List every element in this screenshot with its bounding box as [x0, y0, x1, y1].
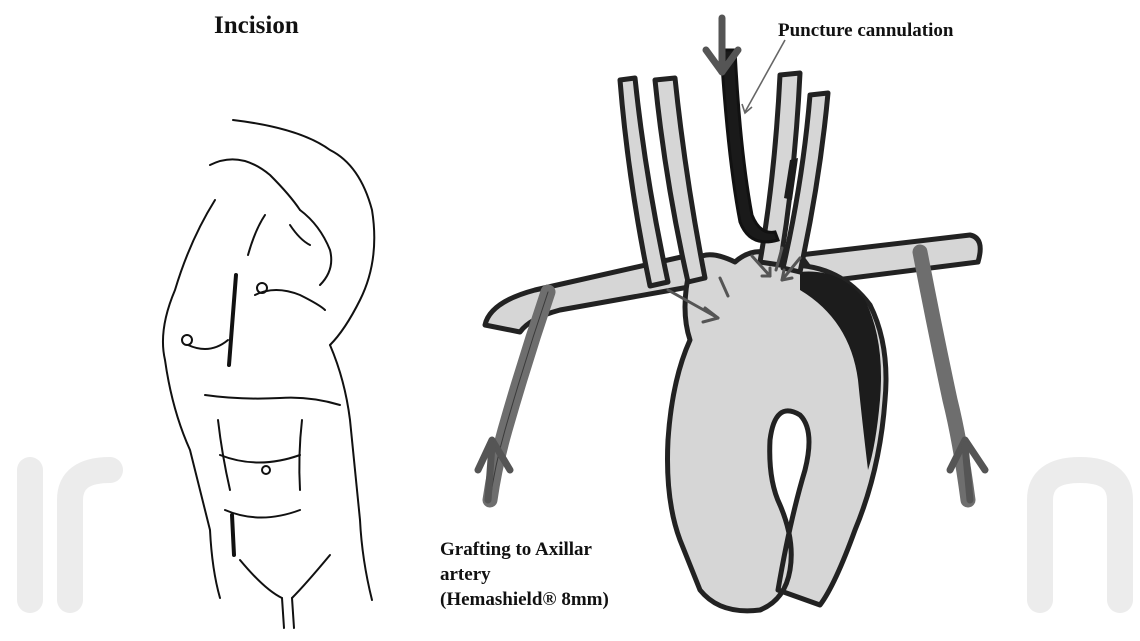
graft-left-axillary: [920, 252, 968, 500]
puncture-cannulation-label: Puncture cannulation: [778, 20, 953, 42]
graft-label-line-3: (Hemashield® 8mm): [440, 587, 609, 612]
graft-label: Grafting to Axillar artery (Hemashield® …: [440, 537, 609, 612]
left-panel-title: Incision: [214, 12, 299, 40]
right-subclavian-branch: [485, 255, 700, 332]
graft-label-line-2: artery: [440, 562, 609, 587]
graft-label-line-1: Grafting to Axillar: [440, 537, 609, 562]
torso-drawing: [163, 120, 374, 628]
